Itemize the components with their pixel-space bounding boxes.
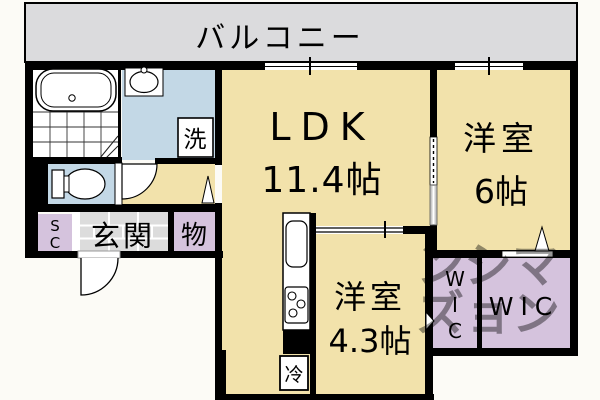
window-bedroom6-tick	[488, 57, 490, 75]
window-ldk-tick	[309, 57, 311, 75]
entrance-label: 玄関	[91, 219, 155, 253]
wall	[155, 158, 222, 164]
wall	[25, 251, 223, 258]
entrance-tile-lines	[80, 212, 168, 252]
bedroom6-size-label: 6帖	[474, 172, 528, 211]
washer-label: 洗	[184, 127, 207, 153]
wall	[430, 225, 437, 252]
wall	[168, 212, 174, 252]
wall	[33, 157, 122, 164]
washer-box	[177, 117, 214, 158]
wic-door-marker-icon	[425, 310, 435, 332]
wall	[570, 62, 578, 356]
watermark-char: ョ	[464, 286, 512, 342]
watermark-char: ン	[416, 238, 464, 294]
wall	[403, 226, 437, 234]
bedroom4-size-label: 4.3帖	[329, 322, 412, 360]
wall	[430, 62, 437, 137]
kitchen-sink-icon	[285, 220, 308, 268]
bedroom6-door	[429, 136, 438, 226]
wic-large-label: WIC	[489, 292, 560, 321]
bedroom4-floor	[316, 233, 425, 394]
wall	[118, 68, 121, 158]
bedroom6-floor	[437, 68, 570, 250]
washroom-door-arc	[121, 163, 158, 200]
sink-icon	[124, 66, 164, 97]
bath-folding-door-icon	[99, 135, 119, 159]
wall	[33, 204, 222, 212]
shoe-closet	[38, 214, 72, 252]
balcony-label: バルコニー	[195, 21, 364, 56]
wic-small-letter-w: W	[445, 267, 465, 291]
wic-large-floor	[481, 258, 570, 348]
toilet-door	[114, 162, 123, 206]
wall	[425, 348, 578, 356]
wall	[215, 203, 222, 252]
wic-small-letter-c: C	[448, 319, 462, 343]
watermark-char: ン	[512, 286, 560, 342]
watermark-char: ズ	[416, 286, 464, 342]
watermark-char: マ	[512, 238, 560, 294]
wall	[215, 62, 222, 165]
entrance-door-arc	[80, 257, 119, 296]
hallway-door-triangle-icon	[201, 175, 215, 204]
fridge-box	[279, 355, 309, 391]
windows	[265, 57, 523, 75]
ldk-floor-upper	[222, 68, 430, 233]
wall	[215, 252, 222, 352]
sliding-door-ldk	[316, 221, 403, 238]
bedroom6-label: 洋室	[463, 119, 539, 158]
storage-label: 物	[181, 221, 207, 251]
wic-small-floor	[433, 258, 478, 348]
ldk-size-label: 11.4帖	[261, 160, 382, 201]
wall	[477, 258, 482, 348]
wall	[215, 394, 434, 400]
wic-small-letter-i: I	[452, 293, 458, 317]
storage-closet	[174, 212, 215, 252]
wall	[33, 212, 38, 252]
watermark-char: シ	[464, 238, 512, 294]
fridge-label: 冷	[284, 364, 303, 386]
shoe-closet-letter-c: C	[50, 234, 60, 252]
wic-large-opening	[501, 250, 554, 258]
ldk-label: LDK	[269, 105, 374, 149]
wall	[215, 350, 226, 400]
balcony-area	[24, 2, 578, 63]
wall	[25, 62, 33, 258]
bathtub-icon	[35, 68, 117, 112]
watermark: マ ン シ ョ ン ズ	[416, 238, 560, 342]
kitchen-counter	[282, 212, 311, 331]
shoe-closet-letter-s: S	[50, 217, 60, 235]
entrance-door-recess	[72, 212, 80, 252]
bathtub-drain	[68, 94, 76, 102]
toilet-icon	[51, 168, 106, 200]
stove-icon	[284, 286, 309, 324]
wall	[283, 330, 310, 354]
bedroom6-door-triangle-icon	[534, 225, 550, 252]
wall	[33, 163, 48, 205]
wall	[310, 213, 316, 394]
bathroom-tile-lines	[33, 111, 118, 158]
bedroom4-label: 洋室	[334, 278, 406, 316]
